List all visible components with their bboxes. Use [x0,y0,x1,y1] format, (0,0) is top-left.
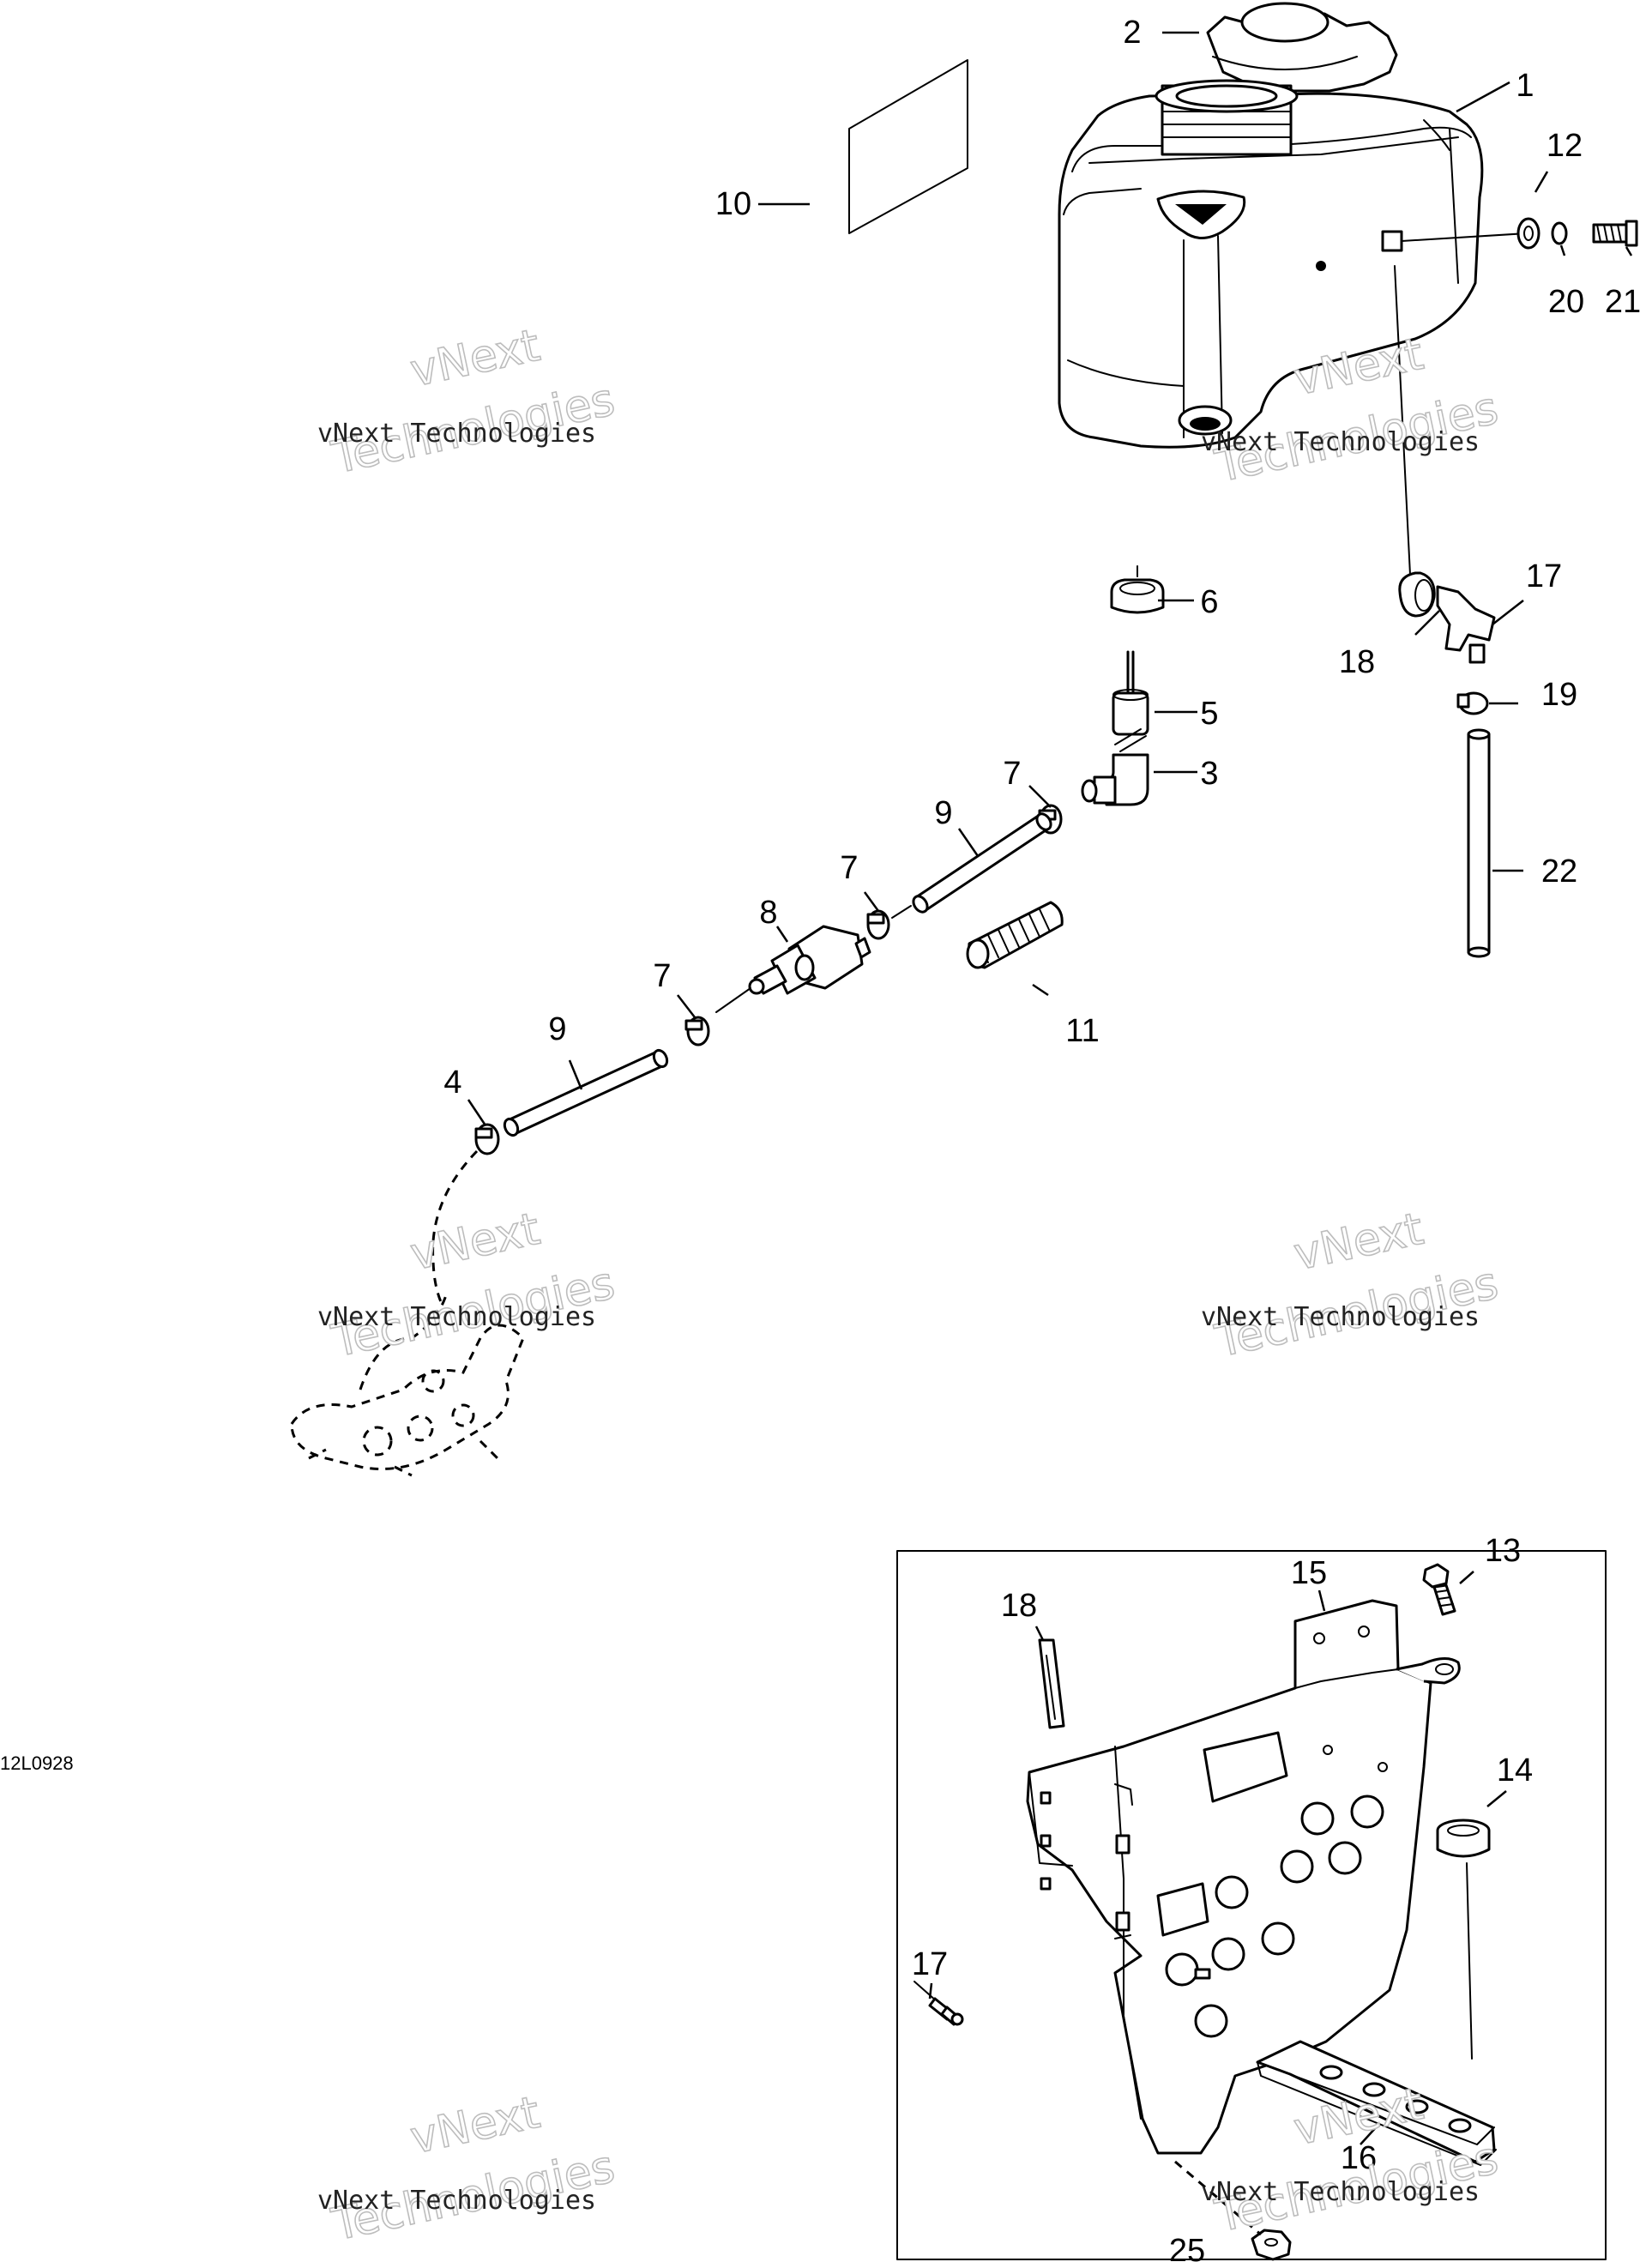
callout-1: 1 [1516,68,1534,104]
screw-13 [1422,1563,1456,1616]
bracket-inset [896,1550,1607,2261]
nut-25 [1251,2229,1292,2261]
callout-18: 18 [1001,1588,1037,1624]
tank [1058,79,1484,449]
svg-text:vNext Technologies: vNext Technologies [1201,427,1480,457]
lock-washer-22 [1551,221,1568,245]
watermark-mid-right: vNext Technologies vNext Technologies [1201,1203,1504,1368]
watermark-bottom-left: vNext Technologies vNext Technologies [317,2086,620,2252]
watermark-mid-left: vNext Technologies vNext Technologies [317,1203,620,1368]
callout-16: 16 [1341,2140,1377,2176]
svg-text:vNext: vNext [406,1203,544,1281]
grommet-14 [1436,1819,1491,1858]
hose-9a [912,812,1052,914]
svg-text:vNext Technologies: vNext Technologies [317,419,596,449]
svg-text:vNext Technologies: vNext Technologies [1201,2177,1480,2207]
screw-23 [1592,220,1638,247]
pickup-4 [1112,650,1149,736]
filter-8 [748,925,871,995]
callout-21: 19 [1541,677,1577,713]
callout-15: 15 [1291,1555,1327,1591]
svg-text:vNext Technologies: vNext Technologies [317,1302,596,1332]
clamp-7b [866,909,890,940]
decal-sheet [848,59,968,234]
vent-hose-24 [1467,728,1491,958]
clamp-7c [684,1016,710,1047]
callout-2: 2 [1123,15,1141,51]
elbow-19 [1436,585,1496,664]
callout-11: 11 [1065,1013,1099,1049]
carburetor-ghost [290,1294,525,1477]
drawing-code: 12L0928 [0,1752,74,1774]
svg-text:vNext Technologies: vNext Technologies [317,2186,596,2216]
fuel-cap [1206,2,1398,93]
callout-24: 22 [1541,854,1577,890]
grommet-5 [1110,578,1165,614]
callout-17: 17 [912,1946,948,1982]
elbow-3 [1081,728,1149,806]
spring-11 [966,901,1064,969]
support-16 [1256,2040,1497,2166]
washer-12 [1516,217,1541,250]
clamp-21 [1456,691,1489,715]
svg-text:vNext: vNext [1289,1203,1427,1281]
clamp-6 [474,1123,500,1155]
callout-20: 18 [1339,644,1375,680]
callout-5: 6 [1200,584,1218,620]
bracket-15 [1026,1599,1461,2155]
rivet-17 [913,1981,964,2026]
callout-19: 17 [1526,558,1562,594]
callout-3: 3 [1200,756,1218,792]
hose-9b [503,1048,669,1137]
callout-7-middle: 7 [840,850,858,886]
callout-14: 14 [1497,1752,1533,1788]
watermark-bottom-right: vNext Technologies vNext Technologies [1201,2078,1504,2243]
svg-text:vNext: vNext [406,2087,544,2164]
shim-18 [1038,1638,1065,1729]
callout-8: 8 [759,895,777,931]
callout-22: 20 [1548,284,1584,320]
callout-4: 5 [1200,696,1218,732]
svg-text:vNext: vNext [406,320,544,397]
callout-10: 10 [715,186,751,222]
callout-25: 25 [1169,2233,1205,2268]
grommet-20 [1398,571,1436,618]
callout-12: 12 [1547,128,1583,164]
callout-9-upper: 9 [934,795,952,831]
svg-text:vNext Technologies: vNext Technologies [1201,1302,1480,1332]
callout-9-lower: 9 [548,1011,566,1047]
callout-7-upper: 7 [1003,756,1021,792]
watermark-top-left: vNext Technologies vNext Technologies [317,319,620,485]
callout-7-lower: 7 [653,958,671,994]
callout-6: 4 [443,1065,461,1101]
callout-23: 21 [1605,284,1640,320]
callout-13: 13 [1485,1533,1521,1569]
